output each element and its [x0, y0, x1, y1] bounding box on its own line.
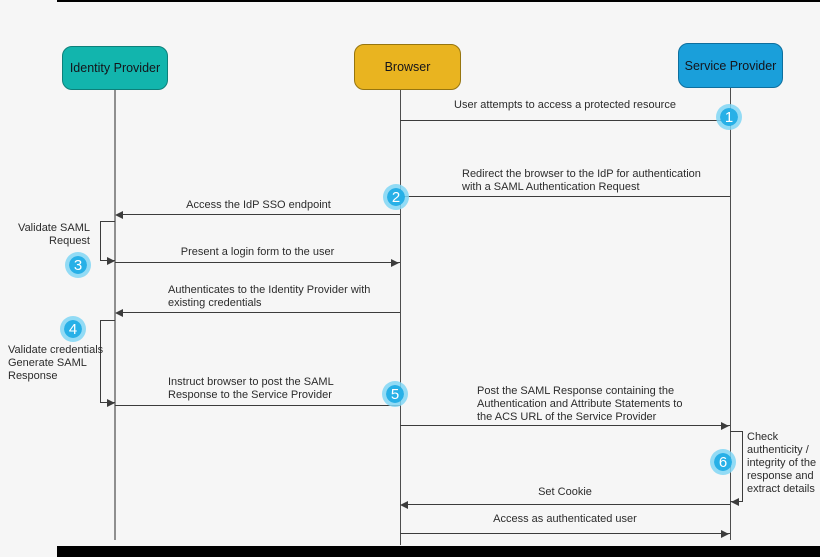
arrowhead-left-icon	[400, 501, 408, 509]
lifeline-service-provider	[730, 88, 731, 540]
message-label-3: Access the IdP SSO endpoint	[186, 199, 331, 211]
bottom-edge-bar	[57, 546, 820, 557]
message-label-7: Post the SAML Response containing the Au…	[477, 385, 683, 423]
arrowhead-right-icon	[721, 530, 729, 538]
lifeline-browser	[400, 90, 401, 545]
actor-identity-provider: Identity Provider	[62, 46, 168, 90]
arrowhead-right-icon	[107, 399, 115, 407]
step-badge-3: 3	[65, 252, 91, 278]
message-line-5	[117, 312, 400, 313]
arrowhead-right-icon	[391, 259, 399, 267]
step-badge-4: 4	[60, 316, 86, 342]
self-action-label-3: Check authenticity / integrity of the re…	[747, 431, 817, 495]
self-action-label-1: Validate SAML Request	[18, 222, 90, 247]
top-edge-bar	[57, 0, 820, 2]
message-line-2	[400, 196, 730, 197]
message-label-1: User attempts to access a protected reso…	[454, 99, 676, 111]
message-line-3	[117, 214, 400, 215]
actor-label: Service Provider	[684, 58, 777, 73]
actor-label: Browser	[384, 60, 431, 74]
step-badge-1: 1	[716, 104, 742, 130]
self-action-label-2: Validate credentials Generate SAML Respo…	[8, 344, 104, 382]
message-line-7	[400, 425, 730, 426]
arrowhead-left-icon	[115, 309, 123, 317]
actor-label: Identity Provider	[69, 61, 161, 75]
message-label-5: Authenticates to the Identity Provider w…	[168, 284, 371, 309]
message-line-8	[402, 504, 730, 505]
message-line-9	[400, 533, 730, 534]
arrowhead-right-icon	[107, 257, 115, 265]
step-badge-6: 6	[710, 449, 736, 475]
actor-browser: Browser	[354, 44, 461, 90]
self-loop-validate-request	[100, 221, 115, 261]
message-line-4	[115, 262, 400, 263]
message-label-9: Access as authenticated user	[493, 513, 637, 525]
arrowhead-left-icon	[731, 498, 739, 506]
message-line-6	[115, 405, 400, 406]
message-label-6: Instruct browser to post the SAML Respon…	[168, 376, 334, 401]
step-badge-2: 2	[383, 184, 409, 210]
message-line-1	[400, 120, 730, 121]
arrowhead-right-icon	[721, 422, 729, 430]
message-label-4: Present a login form to the user	[180, 246, 335, 258]
actor-service-provider: Service Provider	[678, 43, 783, 88]
message-label-2: Redirect the browser to the IdP for auth…	[462, 168, 701, 193]
message-label-8: Set Cookie	[538, 486, 592, 498]
arrowhead-left-icon	[115, 211, 123, 219]
step-badge-5: 5	[382, 381, 408, 407]
